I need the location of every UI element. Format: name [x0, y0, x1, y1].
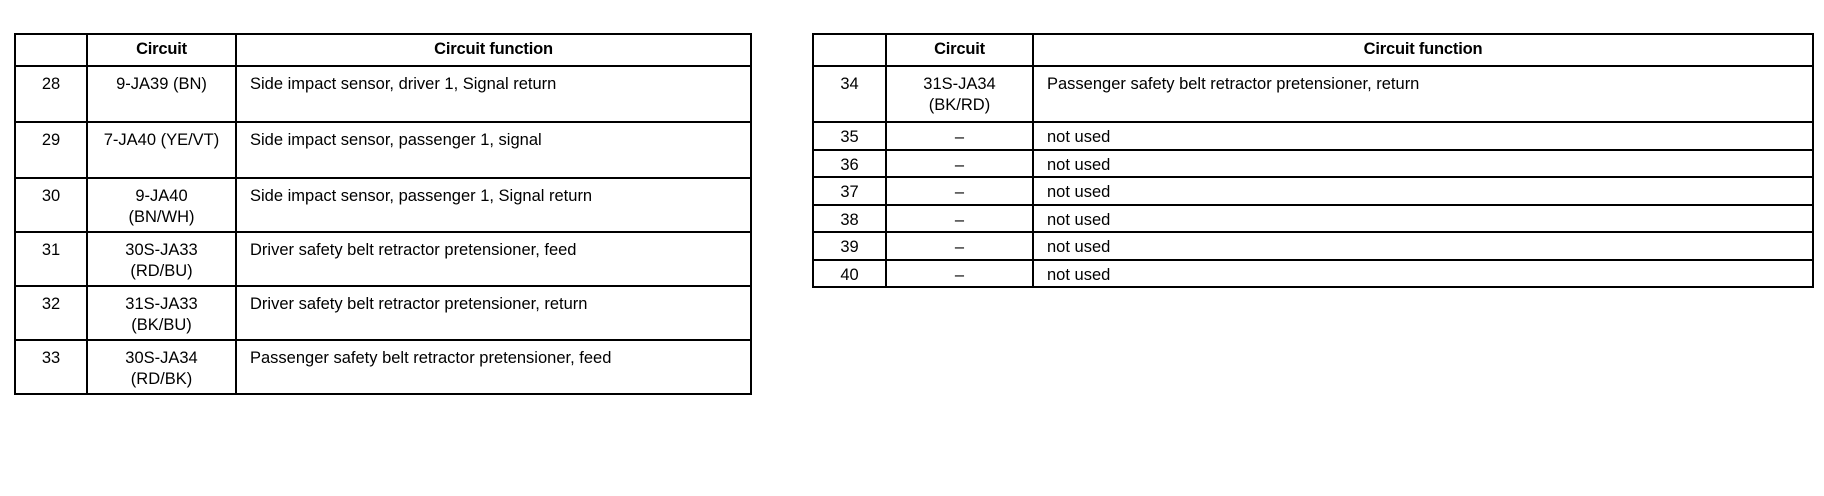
cell-circuit: 31S-JA33 (BK/BU) [86, 285, 237, 342]
cell-pin-number: 32 [14, 285, 88, 342]
cell-circuit: – [885, 121, 1034, 151]
table-row: 36 – not used [812, 148, 1814, 179]
cell-circuit-function: Side impact sensor, driver 1, Signal ret… [235, 65, 752, 124]
cell-pin-number: 40 [812, 258, 887, 288]
cell-circuit-function: Driver safety belt retractor pretensione… [235, 231, 752, 288]
circuit-table-right: Circuit Circuit function 34 31S-JA34 (BK… [812, 32, 1814, 288]
table-row: 38 – not used [812, 203, 1814, 234]
table-right-body: 34 31S-JA34 (BK/RD) Passenger safety bel… [812, 65, 1814, 288]
cell-circuit: – [885, 176, 1034, 206]
cell-circuit-function: not used [1032, 203, 1814, 234]
table-row: 33 30S-JA34 (RD/BK) Passenger safety bel… [14, 339, 752, 396]
table-row: 32 31S-JA33 (BK/BU) Driver safety belt r… [14, 285, 752, 342]
cell-pin-number: 29 [14, 121, 88, 180]
table-row: 30 9-JA40 (BN/WH) Side impact sensor, pa… [14, 177, 752, 234]
cell-circuit: – [885, 203, 1034, 234]
cell-circuit: 30S-JA33 (RD/BU) [86, 231, 237, 288]
table-row: 39 – not used [812, 231, 1814, 261]
cell-circuit-function: not used [1032, 258, 1814, 288]
cell-circuit: 9-JA40 (BN/WH) [86, 177, 237, 234]
header-cell-circuit-function: Circuit function [1032, 32, 1814, 68]
cell-pin-number: 37 [812, 176, 887, 206]
cell-pin-number: 36 [812, 148, 887, 179]
cell-circuit-function: Side impact sensor, passenger 1, signal [235, 121, 752, 180]
cell-circuit: 30S-JA34 (RD/BK) [86, 339, 237, 396]
header-row: Circuit Circuit function [14, 32, 752, 68]
table-row: 37 – not used [812, 176, 1814, 206]
cell-circuit: 9-JA39 (BN) [86, 65, 237, 124]
cell-circuit-function: not used [1032, 231, 1814, 261]
cell-pin-number: 35 [812, 121, 887, 151]
header-cell-circuit-function: Circuit function [235, 32, 752, 68]
table-row: 34 31S-JA34 (BK/RD) Passenger safety bel… [812, 65, 1814, 124]
cell-circuit: – [885, 231, 1034, 261]
cell-pin-number: 34 [812, 65, 887, 124]
cell-pin-number: 39 [812, 231, 887, 261]
cell-pin-number: 28 [14, 65, 88, 124]
cell-circuit-function: not used [1032, 148, 1814, 179]
header-cell-circuit: Circuit [885, 32, 1034, 68]
cell-circuit-function: Driver safety belt retractor pretensione… [235, 285, 752, 342]
cell-circuit-function: Passenger safety belt retractor pretensi… [235, 339, 752, 396]
table-row: 28 9-JA39 (BN) Side impact sensor, drive… [14, 65, 752, 124]
table-left-header: Circuit Circuit function [14, 32, 752, 68]
cell-circuit: – [885, 148, 1034, 179]
cell-pin-number: 31 [14, 231, 88, 288]
cell-pin-number: 33 [14, 339, 88, 396]
table-row: 35 – not used [812, 121, 1814, 151]
table-row: 40 – not used [812, 258, 1814, 288]
header-cell-number [812, 32, 887, 68]
cell-circuit-function: not used [1032, 176, 1814, 206]
cell-circuit-function: Passenger safety belt retractor pretensi… [1032, 65, 1814, 124]
cell-circuit: 31S-JA34 (BK/RD) [885, 65, 1034, 124]
cell-circuit: 7-JA40 (YE/VT) [86, 121, 237, 180]
table-row: 29 7-JA40 (YE/VT) Side impact sensor, pa… [14, 121, 752, 180]
cell-pin-number: 30 [14, 177, 88, 234]
header-cell-number [14, 32, 88, 68]
circuit-table-left: Circuit Circuit function 28 9-JA39 (BN) … [14, 32, 752, 396]
header-cell-circuit: Circuit [86, 32, 237, 68]
cell-circuit-function: not used [1032, 121, 1814, 151]
cell-pin-number: 38 [812, 203, 887, 234]
cell-circuit-function: Side impact sensor, passenger 1, Signal … [235, 177, 752, 234]
table-row: 31 30S-JA33 (RD/BU) Driver safety belt r… [14, 231, 752, 288]
table-right-header: Circuit Circuit function [812, 32, 1814, 68]
cell-circuit: – [885, 258, 1034, 288]
table-left-body: 28 9-JA39 (BN) Side impact sensor, drive… [14, 65, 752, 396]
header-row: Circuit Circuit function [812, 32, 1814, 68]
